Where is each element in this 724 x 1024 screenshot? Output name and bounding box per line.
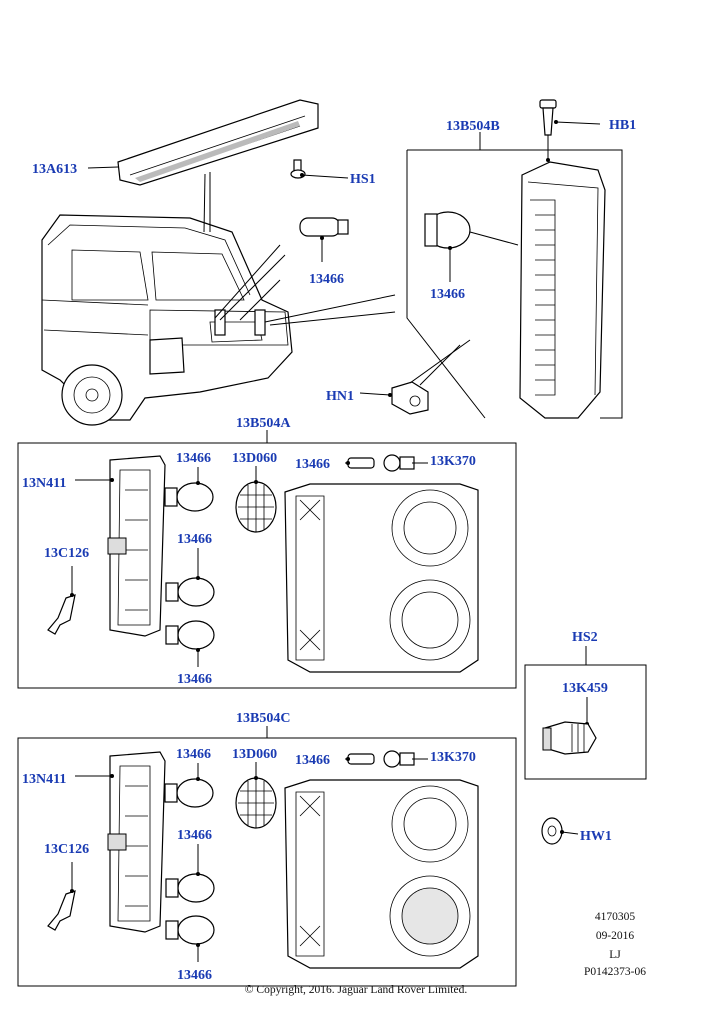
callout-13b504a: 13B504A: [236, 416, 291, 431]
main-lamp-A: [284, 483, 479, 673]
callout-13466-c3: 13466: [177, 968, 212, 983]
lamp-segments: [535, 214, 555, 381]
copyright-text: © Copyright, 2016. Jaguar Land Rover Lim…: [245, 984, 468, 996]
info-line-3: LJ: [609, 949, 621, 961]
callout-13466-a3: 13466: [177, 672, 212, 687]
callout-hb1: HB1: [609, 118, 636, 133]
callout-13d060-c: 13D060: [232, 747, 277, 762]
callout-13466-c1: 13466: [176, 747, 211, 762]
info-line-1: 4170305: [595, 911, 636, 923]
bulb-A1: [164, 482, 214, 512]
info-line-4: P0142373-06: [584, 966, 646, 978]
hn1-clip: [359, 339, 471, 415]
callout-hw1: HW1: [580, 829, 612, 844]
callout-13c126-c: 13C126: [44, 842, 89, 857]
callout-13c126-a: 13C126: [44, 546, 89, 561]
hs2-13k459-group: [524, 646, 647, 780]
main-lamp-C: [284, 779, 479, 969]
callout-13466-lampb: 13466: [430, 287, 465, 302]
callout-13k370-c: 13K370: [430, 750, 476, 765]
callout-13466-c-side: 13466: [295, 753, 330, 768]
callout-13466-a1: 13466: [176, 451, 211, 466]
callout-hn1: HN1: [326, 389, 354, 404]
callout-13466-top: 13466: [309, 272, 344, 287]
bulb-C1: [164, 778, 214, 808]
callout-13466-a-side: 13466: [295, 457, 330, 472]
callout-13n411-a: 13N411: [22, 476, 66, 491]
callout-13466-c2: 13466: [177, 828, 212, 843]
callout-13k370-a: 13K370: [430, 454, 476, 469]
lamp-assembly-13b504a: [17, 430, 517, 689]
callout-13n411-c: 13N411: [22, 772, 66, 787]
callout-hs1: HS1: [350, 172, 376, 187]
info-line-2: 09-2016: [596, 930, 635, 942]
callout-13466-a2: 13466: [177, 532, 212, 547]
high-mount-stop-lamp: [117, 99, 319, 186]
lamp-13b504b-group: [359, 99, 623, 419]
reflector-disk-A: [235, 466, 277, 533]
socket-13k370-C: [345, 750, 428, 768]
socket-13k370-A: [345, 454, 428, 472]
callout-hs2: HS2: [572, 630, 598, 645]
reflector-disk-C: [235, 762, 277, 829]
bulb-festoon-top: [299, 217, 349, 262]
drawing-info-block: 4170305 09-2016 LJ P0142373-06: [584, 911, 646, 978]
bulb-A2: [165, 577, 215, 607]
connector-13c126-A: [47, 566, 76, 635]
callout-13b504c: 13B504C: [236, 711, 290, 726]
callout-13d060-a: 13D060: [232, 451, 277, 466]
bulb-C2: [165, 873, 215, 903]
lamp-assembly-13b504c: [17, 726, 517, 987]
bulb-A3: [165, 620, 215, 650]
callout-13k459: 13K459: [562, 681, 608, 696]
bulb-C3: [165, 915, 215, 945]
vehicle-rear-view: [41, 172, 396, 426]
connector-13c126-C: [47, 862, 76, 931]
hb1-screw: [539, 99, 601, 136]
washer-hw1: [541, 817, 579, 845]
bulb-13466-lampB: [424, 211, 519, 282]
callout-13a613: 13A613: [32, 162, 77, 177]
callout-13b504b: 13B504B: [446, 119, 500, 134]
